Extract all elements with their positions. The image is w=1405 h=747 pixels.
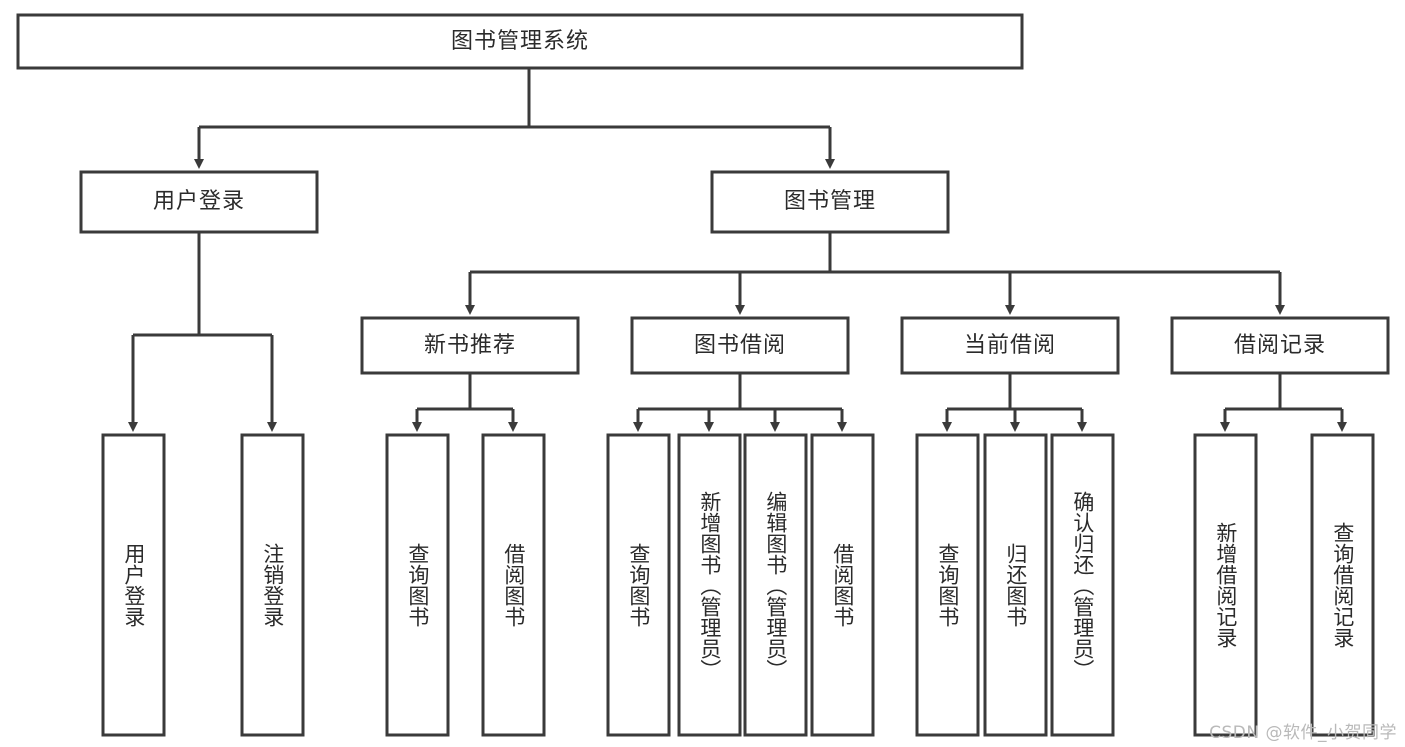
box-level3-0[interactable] xyxy=(360,316,580,375)
connector-book-borrow-to-leaves xyxy=(633,373,847,432)
leaf-label-query-borrow-record: 查询借阅记录 xyxy=(1330,522,1355,648)
box-leaf-4[interactable] xyxy=(606,433,671,737)
box-leaf-3[interactable] xyxy=(481,433,546,737)
box-leaf-7[interactable] xyxy=(810,433,875,737)
node-label-root: 图书管理系统 xyxy=(450,28,589,54)
leaf-label-logout: 注销登录 xyxy=(260,543,285,627)
connector-root-to-level2 xyxy=(194,68,835,169)
box-leaf-8[interactable] xyxy=(915,433,980,737)
leaf-label-query-book-borrow: 查询图书 xyxy=(626,543,651,627)
box-leaf-9[interactable] xyxy=(983,433,1048,737)
box-leaf-5[interactable] xyxy=(677,433,742,737)
box-leaf-10[interactable] xyxy=(1050,433,1115,737)
leaf-label-add-borrow-record: 新增借阅记录 xyxy=(1213,522,1238,648)
box-leaf-6[interactable] xyxy=(743,433,808,737)
leaf-label-add-book-admin: 新增图书（管理员） xyxy=(697,490,722,680)
leaf-label-borrow-book-new: 借阅图书 xyxy=(501,543,526,627)
connector-borrow-record-to-leaves xyxy=(1220,373,1347,432)
connector-new-book-to-leaves xyxy=(412,373,518,432)
node-label-borrow-record: 借阅记录 xyxy=(1233,332,1326,358)
box-leaf-12[interactable] xyxy=(1310,433,1375,737)
box-level3-2[interactable] xyxy=(900,316,1120,375)
box-leaf-0[interactable] xyxy=(101,433,166,737)
node-label-new-book-recommend: 新书推荐 xyxy=(423,332,516,358)
box-leaf-11[interactable] xyxy=(1193,433,1258,737)
box-root[interactable] xyxy=(16,13,1024,70)
connector-book-mgmt-to-level3 xyxy=(465,232,1285,315)
node-label-book-borrow: 图书借阅 xyxy=(693,332,786,358)
leaf-label-borrow-book: 借阅图书 xyxy=(830,543,855,627)
leaf-label-return-book: 归还图书 xyxy=(1003,543,1028,627)
leaf-label-user-login: 用户登录 xyxy=(121,543,146,627)
node-boxes xyxy=(16,13,1390,737)
leaf-label-query-book-current: 查询图书 xyxy=(935,543,960,627)
node-label-user-login: 用户登录 xyxy=(152,189,245,214)
connector-user-login-to-leaves xyxy=(128,232,277,432)
box-level2-0[interactable] xyxy=(79,170,319,234)
box-leaf-1[interactable] xyxy=(240,433,305,737)
leaf-label-edit-book-admin: 编辑图书（管理员） xyxy=(763,490,788,680)
connector-current-borrow-to-leaves xyxy=(942,373,1087,432)
leaf-label-query-book-new: 查询图书 xyxy=(405,543,430,627)
leaf-label-confirm-return-admin: 确认归还（管理员） xyxy=(1070,490,1095,680)
node-label-current-borrow: 当前借阅 xyxy=(963,332,1056,358)
box-leaf-2[interactable] xyxy=(385,433,450,737)
node-label-book-management: 图书管理 xyxy=(783,189,876,214)
